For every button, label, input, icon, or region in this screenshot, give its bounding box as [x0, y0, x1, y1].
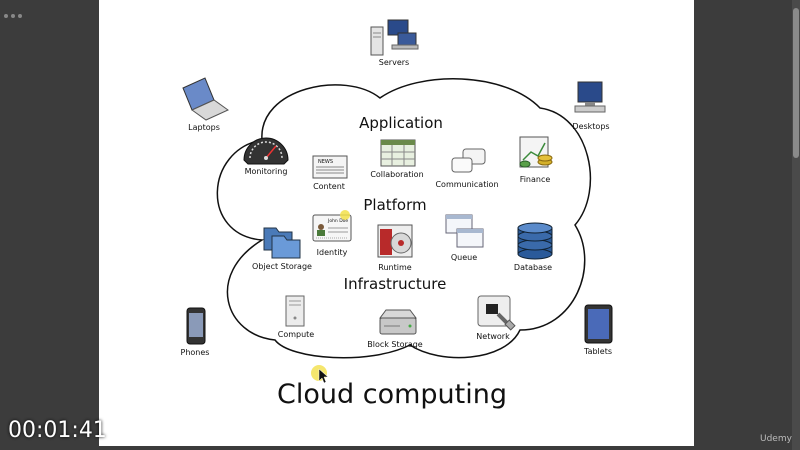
app-item-label: Collaboration: [370, 170, 423, 179]
layer-heading-infrastructure: Infrastructure: [344, 275, 447, 293]
platform-item-label: Object Storage: [252, 262, 312, 271]
phone-icon: [186, 307, 206, 345]
hard-drive-icon: [379, 309, 417, 335]
newspaper-icon: NEWS: [312, 155, 348, 179]
watermark-logo: Udemy: [760, 434, 792, 444]
scrollbar[interactable]: [792, 0, 800, 450]
scrollbar-thumb[interactable]: [793, 8, 799, 158]
app-item-label: Finance: [520, 175, 551, 184]
mouse-cursor-icon: [318, 368, 329, 384]
app-item-label: Communication: [435, 180, 498, 189]
slide: Application Platform Infrastructure Moni…: [99, 0, 694, 446]
id-card-icon: John Doe: [312, 214, 352, 242]
svg-text:NEWS: NEWS: [318, 159, 333, 165]
device-label-phones: Phones: [181, 348, 210, 357]
compute-tower-icon: [285, 295, 305, 327]
cloud-shape: [216, 78, 592, 359]
monitoring-icon: [243, 137, 289, 165]
video-timer: 00:01:41: [8, 418, 107, 443]
diagram-title: Cloud computing: [277, 379, 507, 410]
tablet-icon: [584, 304, 613, 344]
device-label-laptops: Laptops: [188, 123, 220, 132]
device-label-desktops: Desktops: [572, 122, 609, 131]
platform-item-label: Database: [514, 263, 552, 272]
infra-item-label: Compute: [278, 330, 315, 339]
folder-icon: [263, 227, 301, 259]
device-label-tablets: Tablets: [583, 347, 612, 356]
queue-windows-icon: [445, 214, 484, 248]
chat-bubbles-icon: [451, 148, 486, 173]
platform-item-label: Queue: [451, 253, 477, 262]
platform-item-label: Identity: [317, 248, 348, 257]
cursor-highlight-dot: [340, 210, 350, 220]
layer-heading-application: Application: [359, 114, 443, 132]
database-icon: [517, 222, 553, 260]
device-label-servers: Servers: [379, 58, 409, 67]
app-item-label: Monitoring: [245, 167, 288, 176]
layer-heading-platform: Platform: [363, 196, 426, 214]
laptop-icon: [182, 77, 229, 121]
runtime-package-icon: [377, 224, 413, 258]
svg-text:John Doe: John Doe: [327, 218, 348, 224]
app-item-label: Content: [313, 182, 345, 191]
infra-item-label: Block Storage: [367, 340, 423, 349]
window-dots: [4, 3, 25, 22]
finance-chart-icon: [519, 136, 553, 168]
network-port-icon: [477, 295, 516, 331]
infra-item-label: Network: [476, 332, 510, 341]
platform-item-label: Runtime: [378, 263, 411, 272]
cloud-diagram: Application Platform Infrastructure Moni…: [181, 19, 613, 410]
desktop-icon: [574, 81, 606, 113]
calendar-icon: [380, 139, 416, 167]
servers-icon: [370, 19, 419, 56]
